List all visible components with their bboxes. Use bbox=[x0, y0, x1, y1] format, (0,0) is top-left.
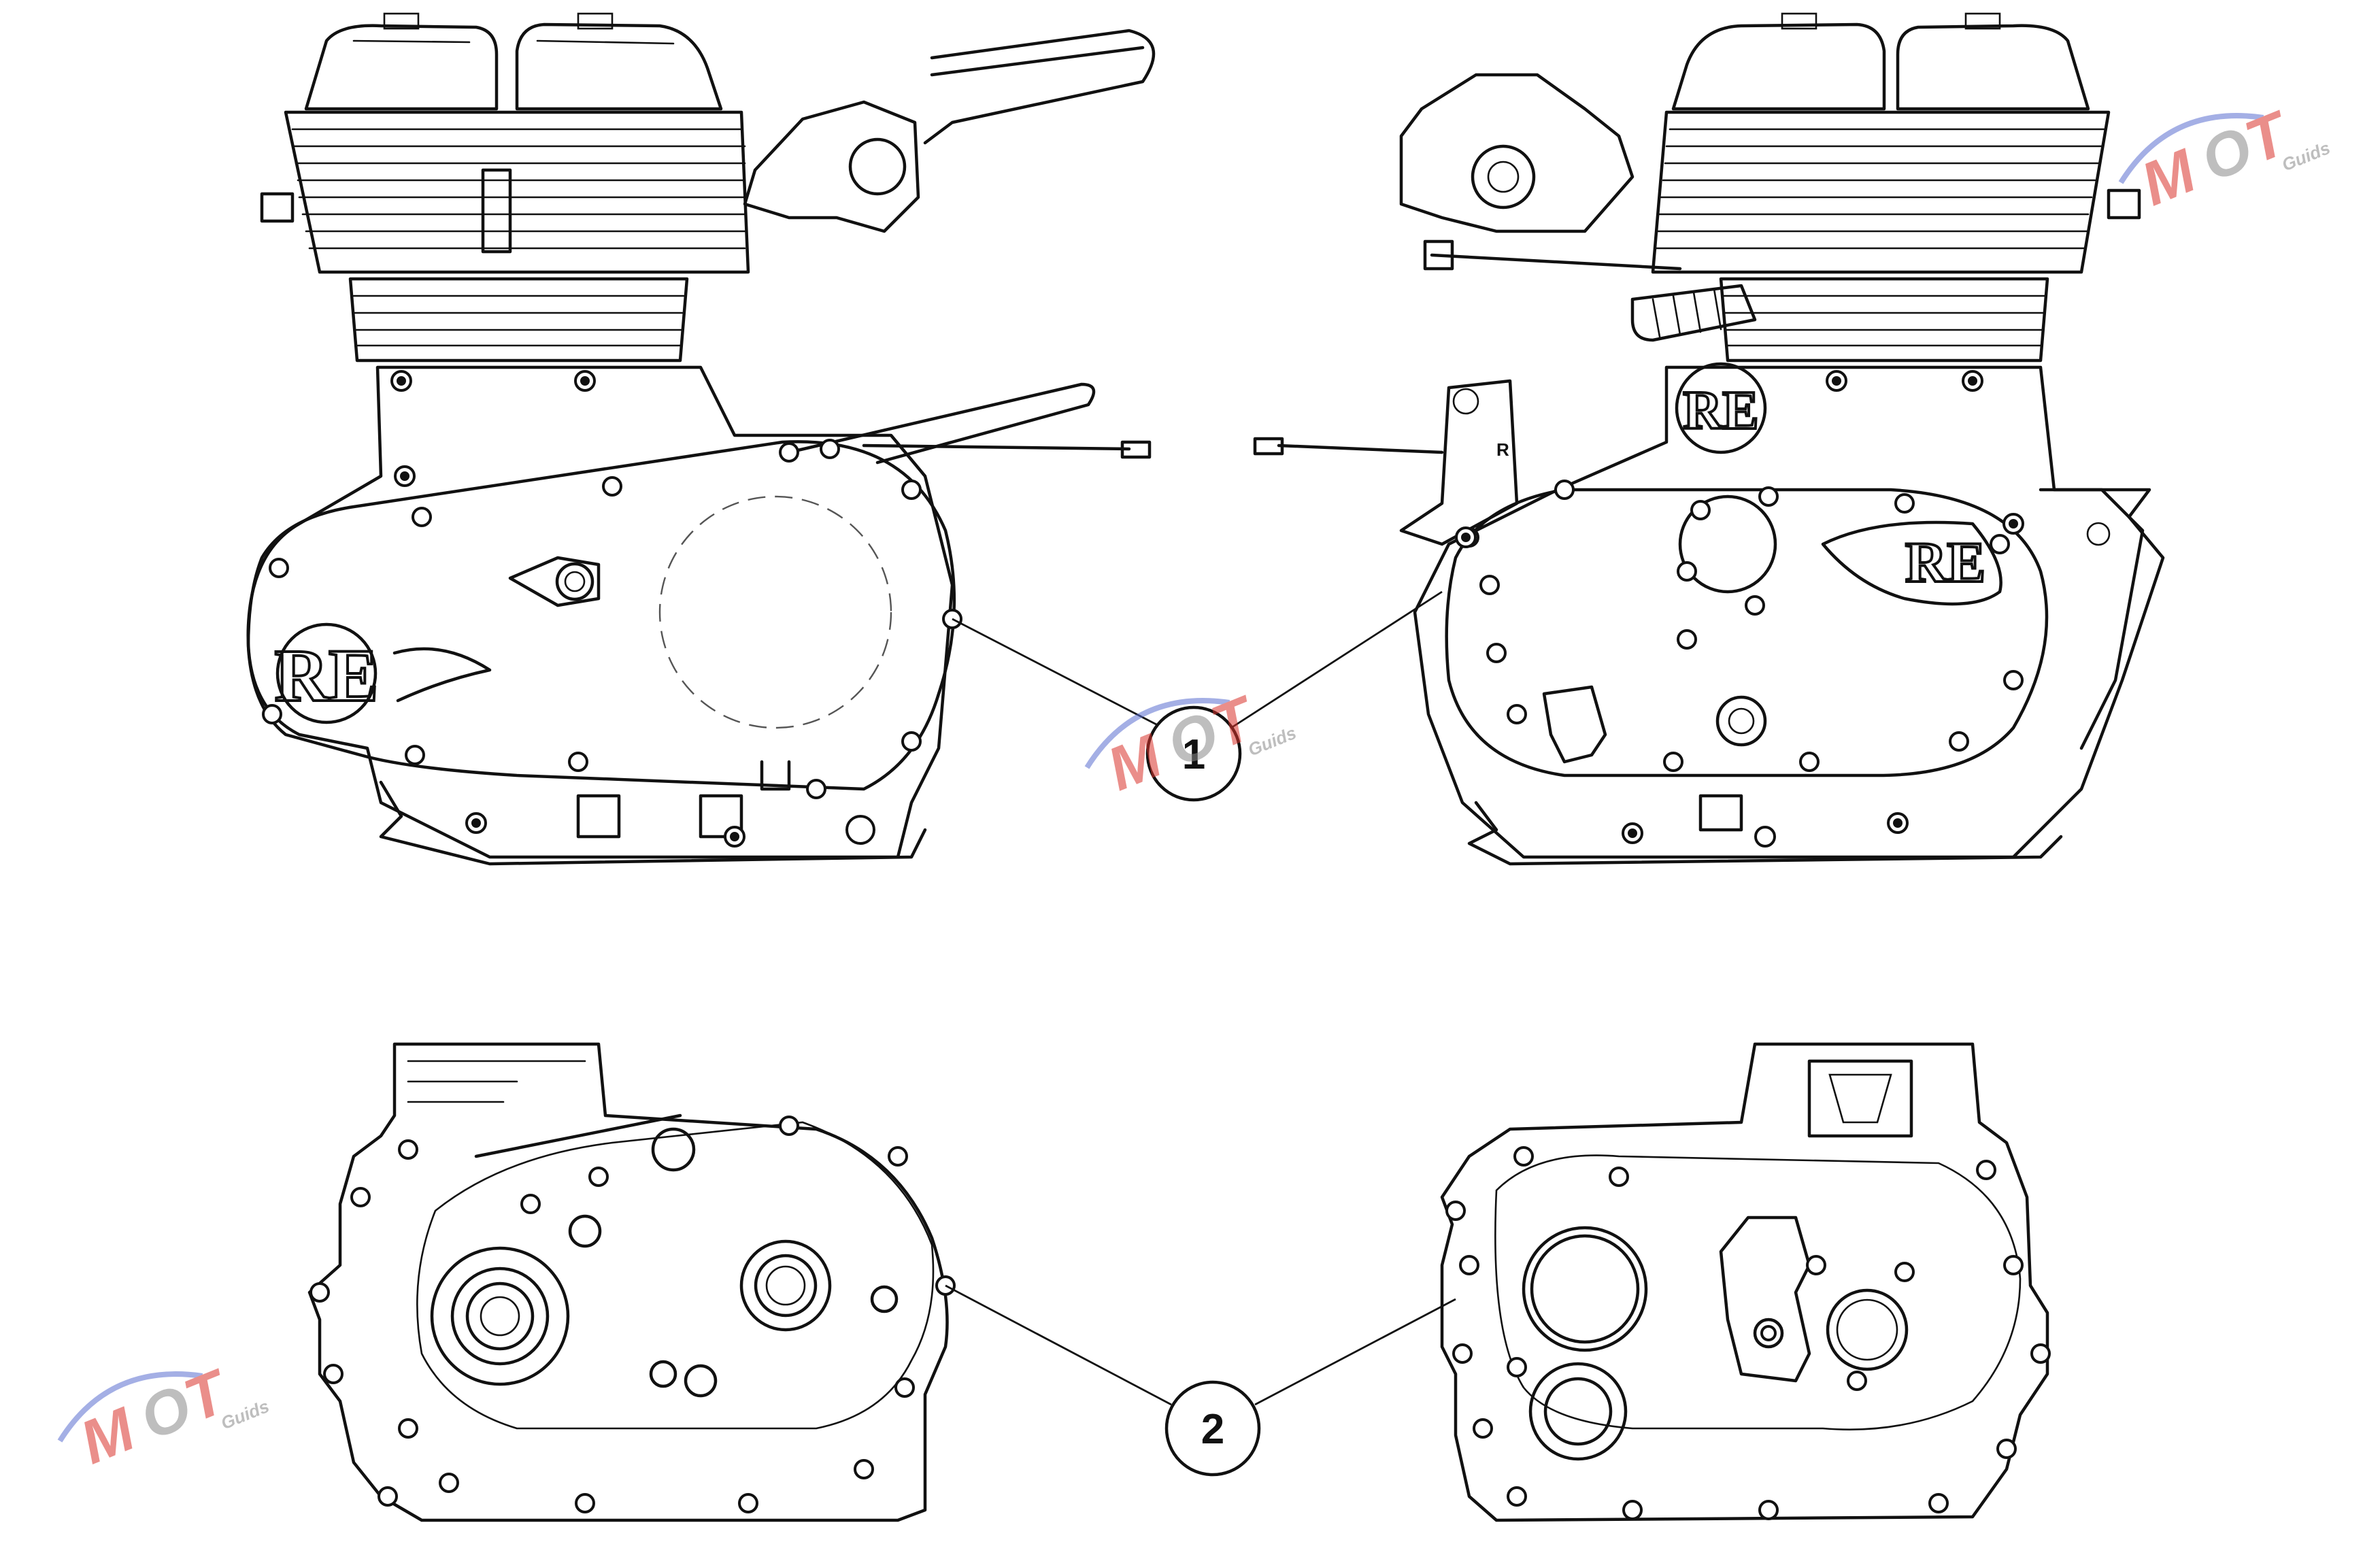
engine-right-side-view: R RE RE bbox=[1253, 12, 2165, 866]
right-cover-logo: RE bbox=[1905, 531, 1985, 594]
callout-2-leader-right bbox=[1254, 1298, 1456, 1406]
right-magneto-logo: RE bbox=[1683, 381, 1758, 441]
watermark-logo-top-right: M O T Guids bbox=[2118, 98, 2333, 220]
left-cover-logo: RE bbox=[275, 634, 379, 717]
watermark-logo-bottom-left: M O T Guids bbox=[57, 1356, 272, 1478]
callout-1-label: 1 bbox=[1182, 731, 1205, 778]
crankcase-left-half bbox=[307, 1042, 956, 1522]
callout-1-circle bbox=[1145, 705, 1242, 802]
watermark-letter-m: M bbox=[71, 1395, 146, 1478]
callout-1-group: 1 bbox=[952, 590, 1443, 802]
side-marker-label: R bbox=[1496, 439, 1509, 460]
watermark-letter-m: M bbox=[2132, 137, 2207, 220]
callout-2-label: 2 bbox=[1201, 1406, 1224, 1453]
crankcase-right-half bbox=[1440, 1042, 2051, 1522]
engine-left-side-view: RE bbox=[246, 12, 1156, 866]
callout-1-leader-left bbox=[952, 618, 1157, 726]
callout-1-leader-right bbox=[1230, 590, 1443, 729]
callout-2-circle bbox=[1164, 1380, 1261, 1477]
callout-2-group: 2 bbox=[945, 1284, 1456, 1477]
callout-2-leader-left bbox=[945, 1284, 1172, 1406]
